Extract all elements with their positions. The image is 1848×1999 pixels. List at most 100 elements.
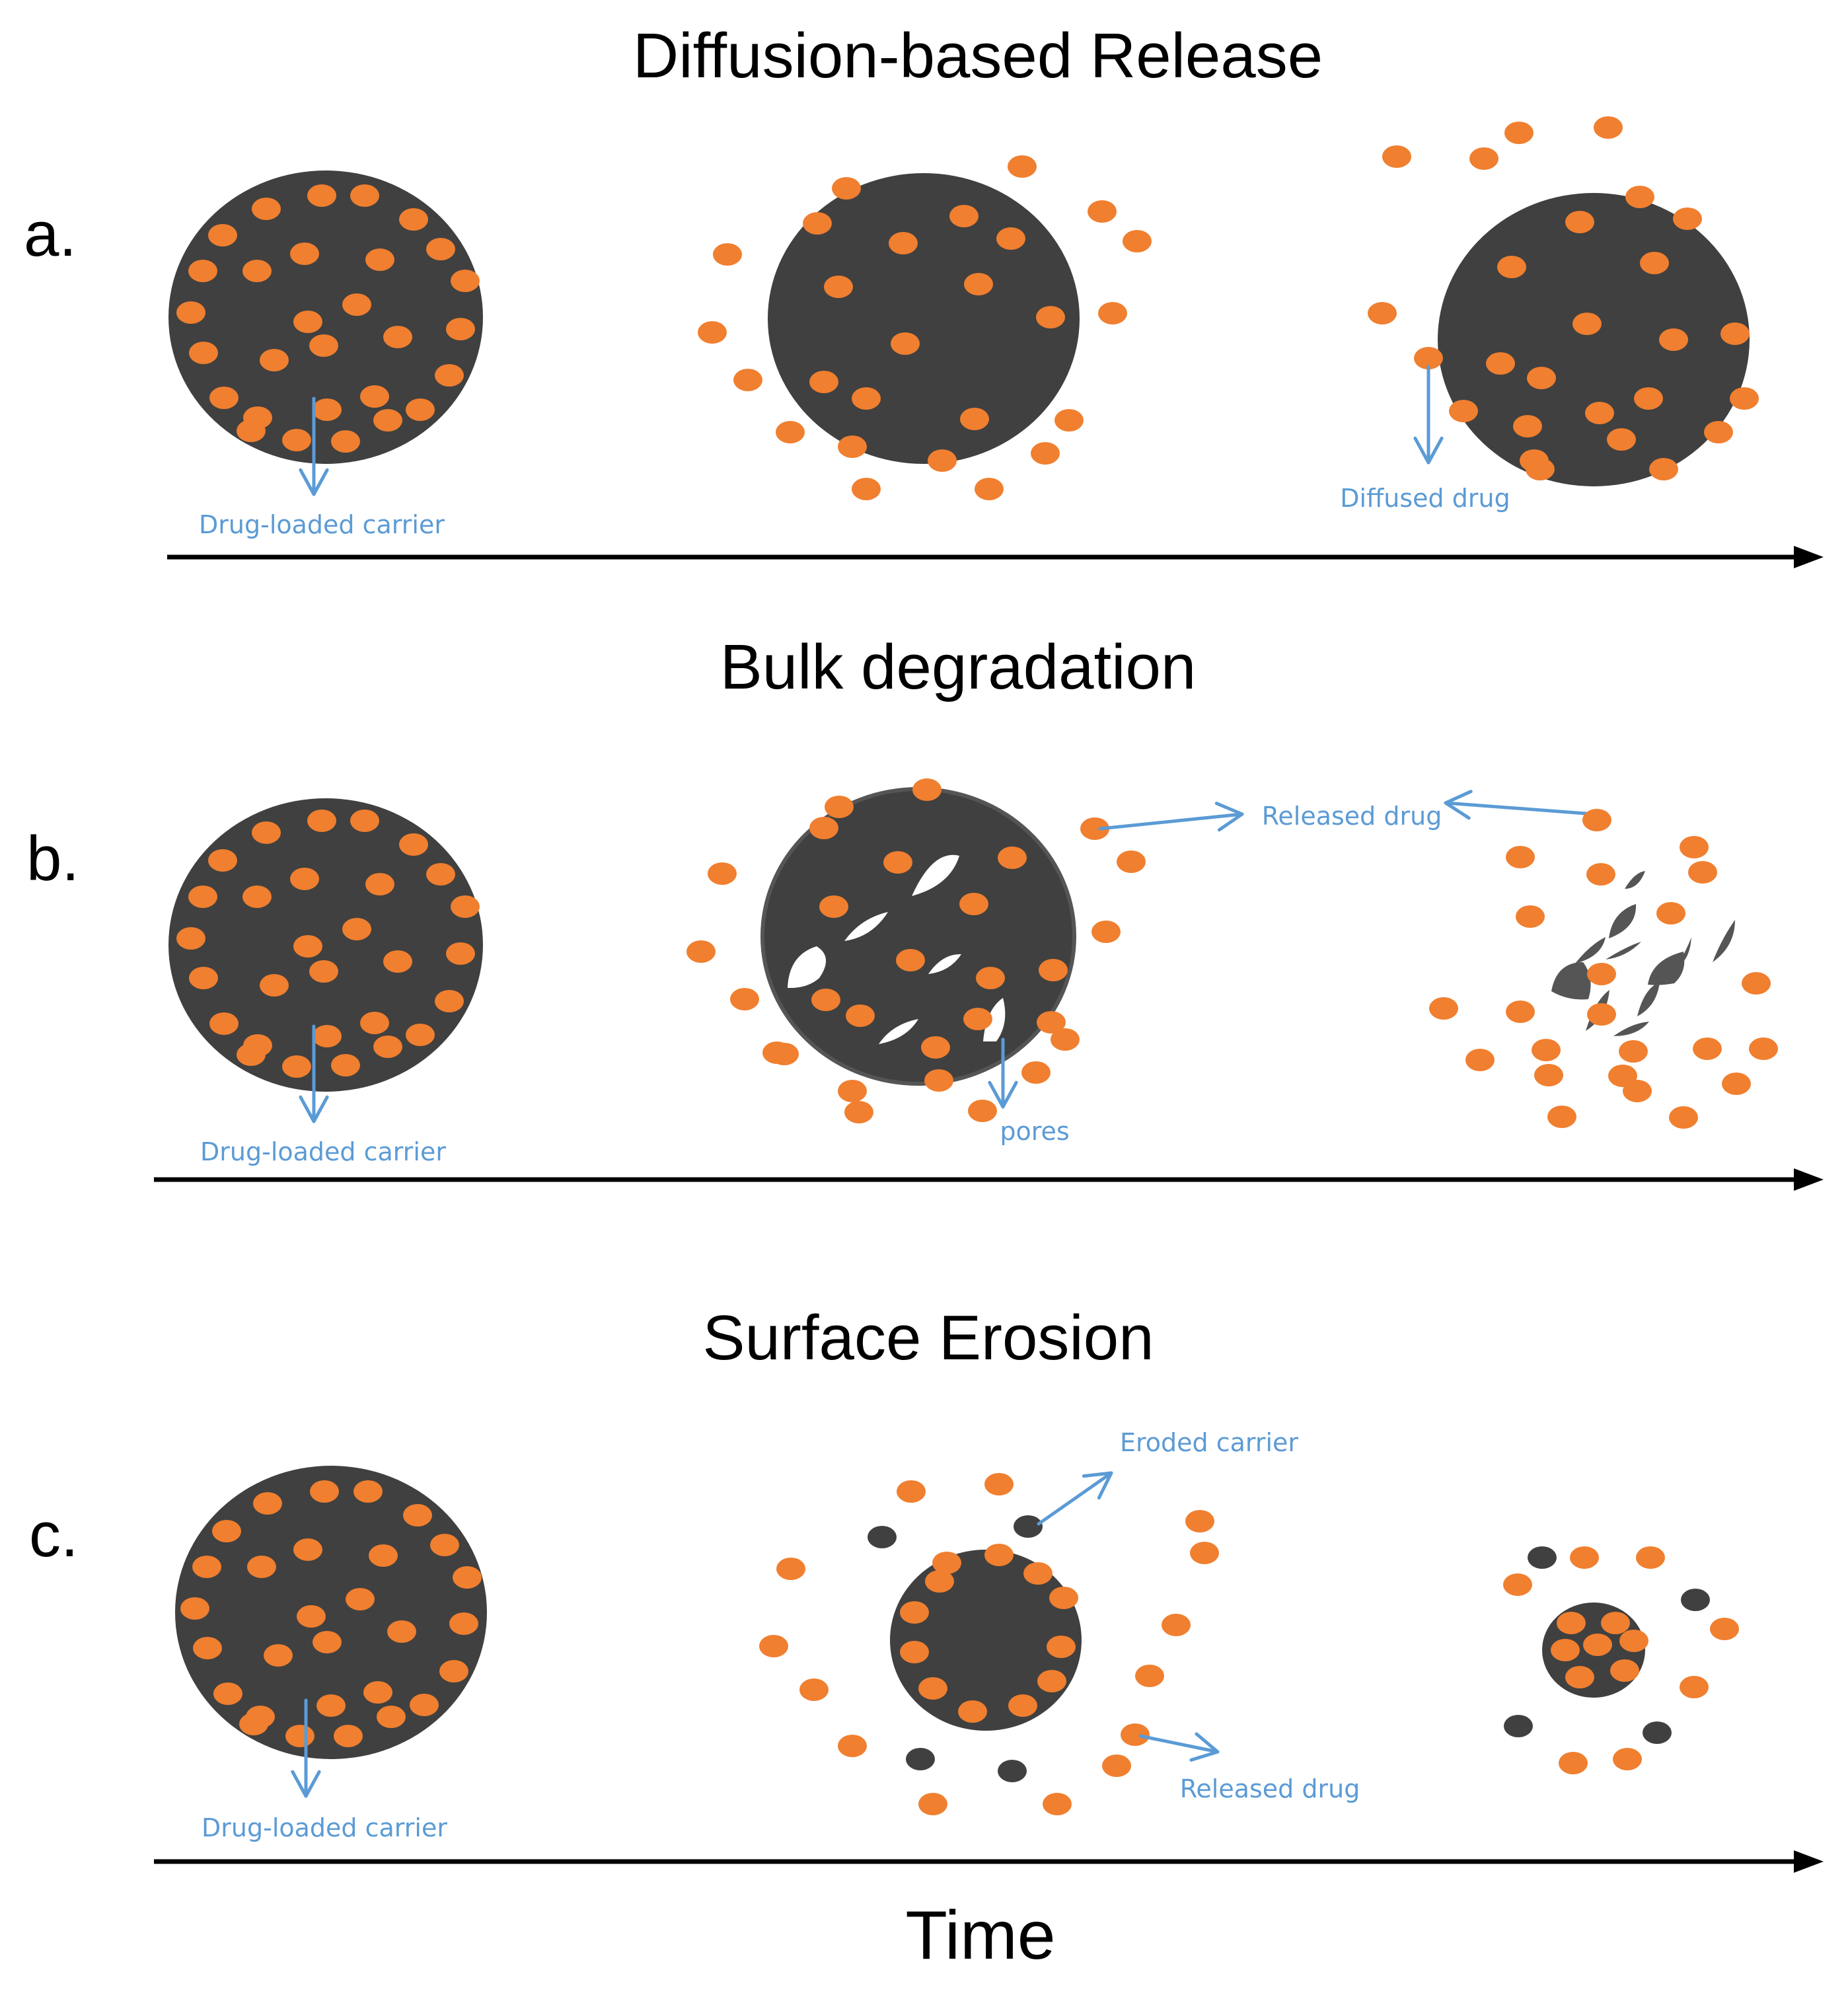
drug-dot xyxy=(313,398,342,421)
drug-dot xyxy=(331,1054,360,1076)
carrier-c1 xyxy=(175,1466,487,1759)
pore xyxy=(928,954,961,974)
carrier-fragment xyxy=(1677,937,1691,967)
drug-dot xyxy=(188,260,217,282)
drug-dot xyxy=(832,177,861,200)
drug-dot xyxy=(1613,1748,1642,1770)
drug-dot xyxy=(925,1570,954,1593)
drug-dot xyxy=(297,1605,326,1628)
arrow-released-c xyxy=(1138,1732,1220,1762)
drug-dot xyxy=(1162,1614,1191,1636)
drug-dot xyxy=(918,1677,947,1700)
drug-dot xyxy=(451,895,480,918)
arrow-carrier-a xyxy=(299,396,329,496)
drug-dot xyxy=(852,387,881,410)
carrier-fragment xyxy=(1575,937,1606,963)
drug-dot xyxy=(426,863,455,886)
drug-dot xyxy=(208,849,237,872)
drug-dot xyxy=(334,1725,363,1747)
drug-dot xyxy=(353,1480,383,1503)
pore xyxy=(983,998,1006,1041)
drug-dot xyxy=(373,1036,402,1058)
drug-dot xyxy=(293,311,322,333)
drug-dot xyxy=(387,1620,416,1643)
drug-dot xyxy=(819,895,848,918)
drug-dot xyxy=(435,364,464,387)
drug-dot xyxy=(316,1694,346,1717)
drug-dot xyxy=(290,243,319,265)
drug-dot xyxy=(1497,256,1526,278)
eroded-fragment xyxy=(1681,1589,1710,1611)
drug-dot xyxy=(1720,322,1750,345)
drug-dot xyxy=(331,430,360,453)
drug-dot xyxy=(1742,972,1771,995)
drug-dot xyxy=(1585,402,1614,424)
eroded-fragment xyxy=(998,1760,1027,1782)
drug-dot xyxy=(896,949,925,971)
drug-dot xyxy=(1704,421,1733,443)
drug-dot xyxy=(1583,1634,1612,1656)
drug-dot xyxy=(921,1036,950,1059)
drug-dot xyxy=(897,1480,926,1503)
eroded-fragment xyxy=(1014,1515,1043,1538)
drug-dot xyxy=(912,778,942,801)
drug-dot xyxy=(1572,313,1602,335)
drug-dot xyxy=(776,421,805,443)
drug-dot xyxy=(1008,155,1037,178)
drug-dot xyxy=(776,1558,805,1580)
drug-dot xyxy=(208,224,237,246)
drug-dot xyxy=(1047,1636,1076,1658)
drug-dot xyxy=(309,960,338,983)
drug-dot xyxy=(282,429,311,451)
drug-dot xyxy=(293,935,322,958)
drug-dot xyxy=(975,478,1004,500)
label-carrier-b: Drug-loaded carrier xyxy=(200,1137,446,1166)
drug-dot xyxy=(1534,1064,1563,1086)
drug-dot xyxy=(1121,1723,1150,1746)
arrow-eroded xyxy=(1037,1471,1113,1526)
drug-dot xyxy=(838,1080,867,1102)
drug-dot xyxy=(1449,400,1478,422)
drug-dot xyxy=(1185,1510,1214,1532)
drug-dot xyxy=(762,1041,792,1064)
drug-dot xyxy=(1051,1028,1080,1051)
drug-dot xyxy=(759,1635,788,1657)
drug-dot xyxy=(1368,302,1397,324)
drug-dot xyxy=(1023,1562,1053,1585)
drug-dot xyxy=(708,862,737,885)
drug-dot xyxy=(1527,367,1556,389)
pore xyxy=(844,912,888,941)
drug-dot xyxy=(1513,415,1542,437)
drug-dot xyxy=(342,918,371,940)
drug-dot xyxy=(733,369,762,391)
carrier-b1 xyxy=(168,798,483,1092)
drug-dot xyxy=(176,301,205,324)
drug-dot xyxy=(1607,428,1636,451)
arrow-carrier-c xyxy=(291,1698,321,1798)
drug-dot xyxy=(242,886,272,908)
carrier-fragment xyxy=(1625,871,1645,889)
drug-dot xyxy=(189,342,218,364)
drug-dot xyxy=(435,990,464,1012)
drug-dot xyxy=(1669,1106,1698,1129)
drug-dot xyxy=(932,1552,961,1574)
pore xyxy=(879,1019,918,1044)
drug-dot xyxy=(212,1520,241,1542)
drug-dot xyxy=(1619,1630,1648,1652)
drug-dot xyxy=(1582,809,1611,831)
drug-dot xyxy=(1098,302,1127,324)
drug-dot xyxy=(883,851,912,874)
drug-dot xyxy=(960,408,989,430)
label-pores: pores xyxy=(1000,1117,1069,1146)
carrier-fragment xyxy=(1713,920,1735,962)
drug-dot xyxy=(247,1556,276,1578)
drug-dot xyxy=(1532,1039,1561,1061)
drug-dot xyxy=(1516,905,1545,928)
drug-dot xyxy=(964,273,993,295)
drug-dot xyxy=(1135,1665,1164,1687)
drug-dot xyxy=(213,1682,242,1705)
drug-dot xyxy=(1054,409,1084,432)
drug-dot xyxy=(844,1101,873,1123)
carrier-fragment xyxy=(1609,904,1637,938)
